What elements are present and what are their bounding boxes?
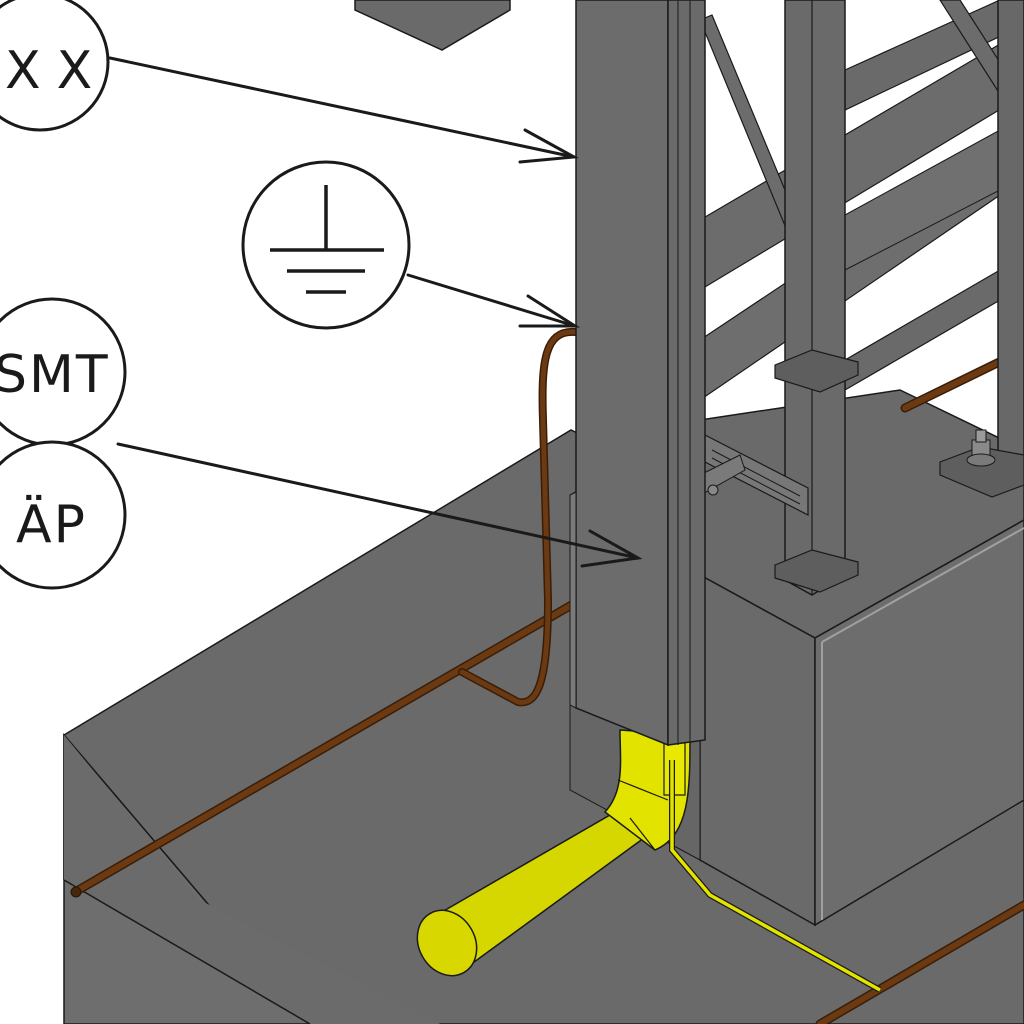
main-column bbox=[569, 0, 706, 747]
callout-ap-label: ÄP bbox=[16, 494, 87, 555]
arrow-smt-ap bbox=[116, 442, 643, 568]
callout-xx-label: XX bbox=[5, 41, 108, 101]
pedestal-side-face bbox=[814, 519, 1024, 927]
tower-leg-right bbox=[997, 0, 1024, 482]
column-side-face bbox=[667, 0, 706, 746]
leg-baseplate-center bbox=[774, 549, 859, 593]
protective-earth-icon bbox=[270, 185, 384, 294]
overhead-block bbox=[354, 0, 511, 51]
tower-lattice bbox=[699, 0, 1024, 402]
leader-lines bbox=[108, 56, 643, 568]
column-flange bbox=[569, 491, 577, 709]
pedestal-chamfer-top bbox=[821, 527, 1024, 643]
anchor-bolt-icon bbox=[966, 429, 996, 467]
slab-left-face bbox=[64, 735, 440, 1024]
column-front-face bbox=[575, 0, 669, 747]
bracket-bolt-icon bbox=[707, 484, 719, 496]
arrow-earth bbox=[406, 273, 581, 328]
callout-smt-label: SMT bbox=[0, 345, 110, 405]
arrow-xx bbox=[108, 56, 580, 164]
earth-bonding-lead bbox=[458, 327, 579, 707]
slab-bottom-edge bbox=[63, 879, 311, 1024]
callout-earth bbox=[241, 160, 411, 330]
conduit-opening bbox=[416, 909, 478, 977]
callout-smt: SMT bbox=[0, 297, 127, 447]
callout-xx: XX bbox=[0, 0, 110, 132]
earth-wire bbox=[669, 760, 882, 993]
tower-legs bbox=[774, 0, 1024, 596]
cable-conduit bbox=[416, 729, 691, 977]
leg-baseplate-upper bbox=[774, 349, 859, 393]
callout-ap: ÄP bbox=[0, 440, 127, 590]
